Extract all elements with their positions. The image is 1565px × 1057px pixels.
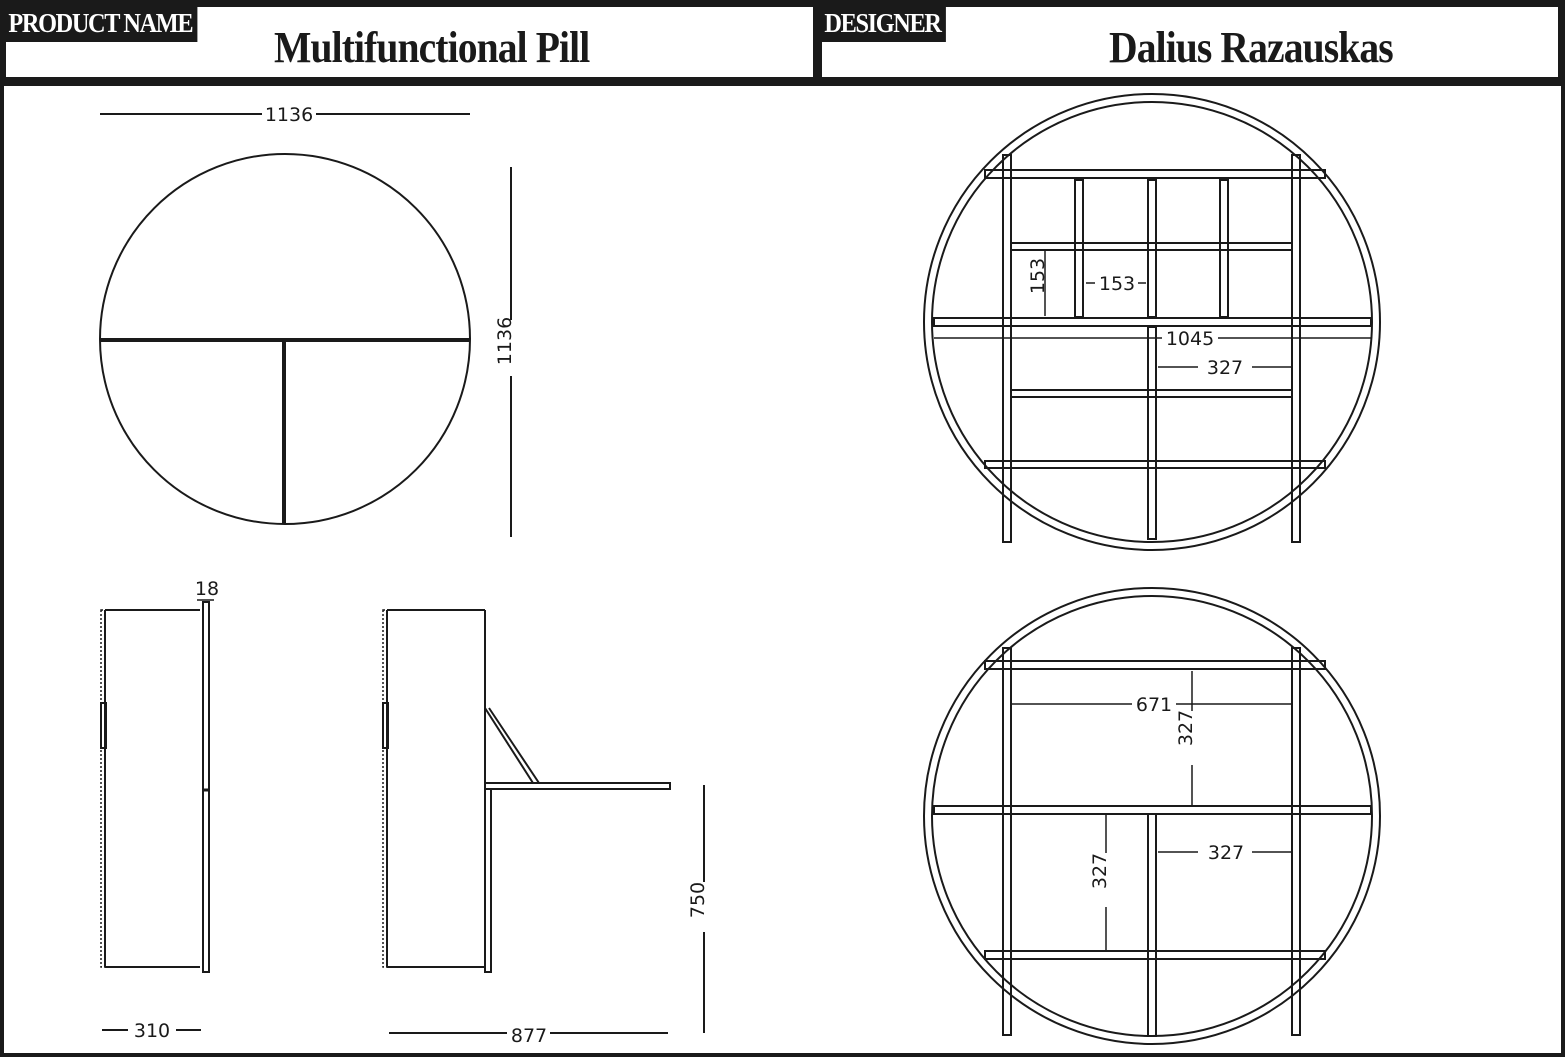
closed-depth-dim: 310 (134, 1020, 170, 1042)
product-name: Multifunctional Pill (274, 23, 590, 72)
lower-width-dim: 327 (1208, 842, 1244, 864)
compartment-width-dim: 671 (1136, 694, 1172, 716)
front-width-dim: 1136 (265, 104, 313, 126)
front-view-closed: 1136 1136 (99, 104, 516, 537)
header-divider (814, 0, 819, 84)
cell-width-dim: 327 (1207, 357, 1243, 379)
inner-width-dim: 1045 (1166, 328, 1214, 350)
open-depth-dim: 877 (511, 1025, 547, 1047)
desk-height-dim: 750 (687, 882, 709, 918)
designer-tag: DESIGNER (819, 4, 946, 42)
upper-height-dim: 327 (1175, 710, 1197, 746)
lower-height-dim: 327 (1089, 853, 1111, 889)
product-name-tag: PRODUCT NAME (3, 4, 198, 42)
product-name-box: PRODUCT NAME Multifunctional Pill (3, 4, 816, 80)
small-cell-width-dim: 153 (1099, 273, 1135, 295)
side-view-open: 877 750 (382, 609, 709, 1047)
header-rule (0, 80, 1565, 86)
open-view-top: 153 153 1045 327 (923, 93, 1381, 551)
designer-box: DESIGNER Dalius Razauskas (819, 4, 1561, 80)
designer-name: Dalius Razauskas (1109, 23, 1394, 72)
side-view-closed: 18 310 (100, 578, 219, 1042)
door-thickness-dim: 18 (195, 578, 219, 600)
front-height-dim: 1136 (494, 317, 516, 365)
open-view-bottom: 671 327 327 327 (923, 587, 1381, 1045)
small-cell-height-dim: 153 (1027, 258, 1049, 294)
